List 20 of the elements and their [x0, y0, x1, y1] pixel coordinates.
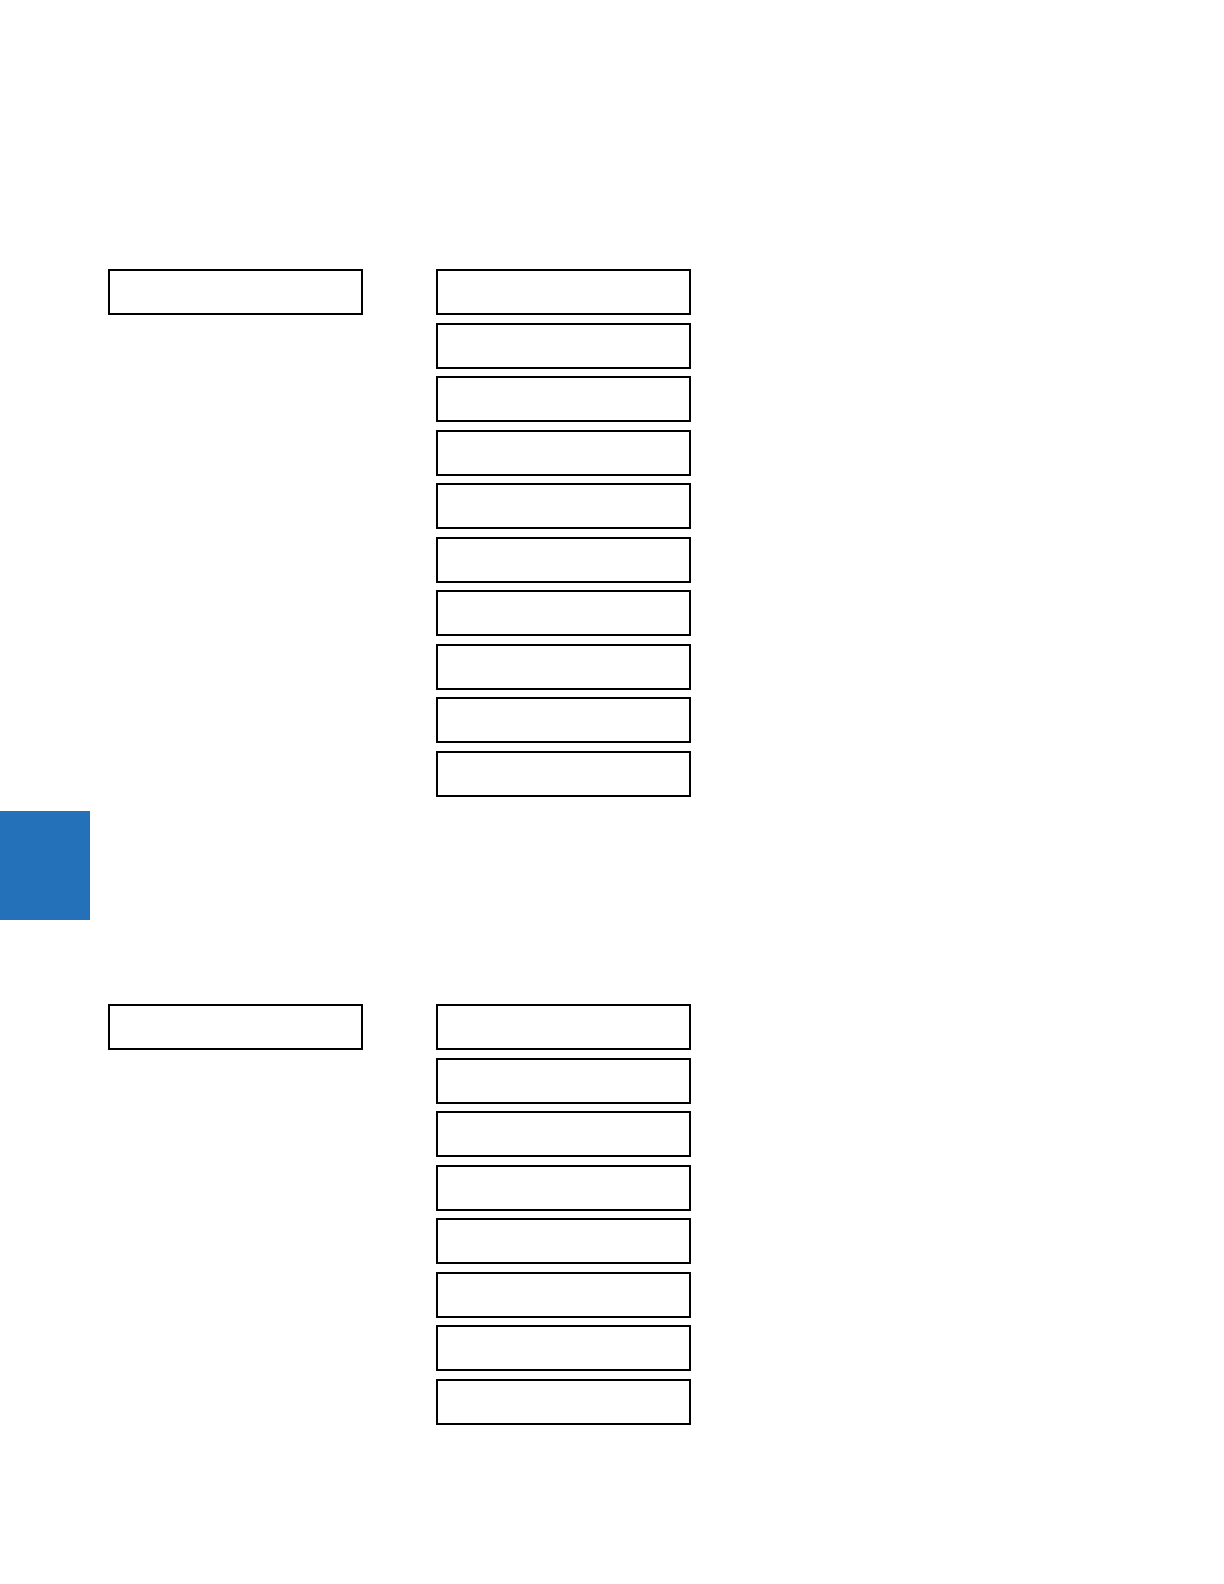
empty-box: [436, 269, 691, 315]
empty-box: [436, 322, 691, 369]
empty-box: [436, 429, 691, 476]
empty-box: [436, 536, 691, 583]
empty-box: [436, 697, 691, 743]
empty-box: [108, 1004, 363, 1050]
empty-box: [436, 1164, 691, 1211]
empty-box: [436, 1111, 691, 1157]
empty-box: [436, 483, 691, 529]
empty-box: [436, 590, 691, 636]
empty-box: [436, 1057, 691, 1104]
empty-box: [436, 1378, 691, 1425]
empty-box: [436, 1218, 691, 1264]
empty-box: [436, 376, 691, 422]
empty-box: [108, 269, 363, 315]
empty-box: [436, 1004, 691, 1050]
empty-box: [436, 1325, 691, 1371]
empty-box: [436, 750, 691, 797]
empty-box: [436, 1271, 691, 1318]
empty-box: [436, 643, 691, 690]
